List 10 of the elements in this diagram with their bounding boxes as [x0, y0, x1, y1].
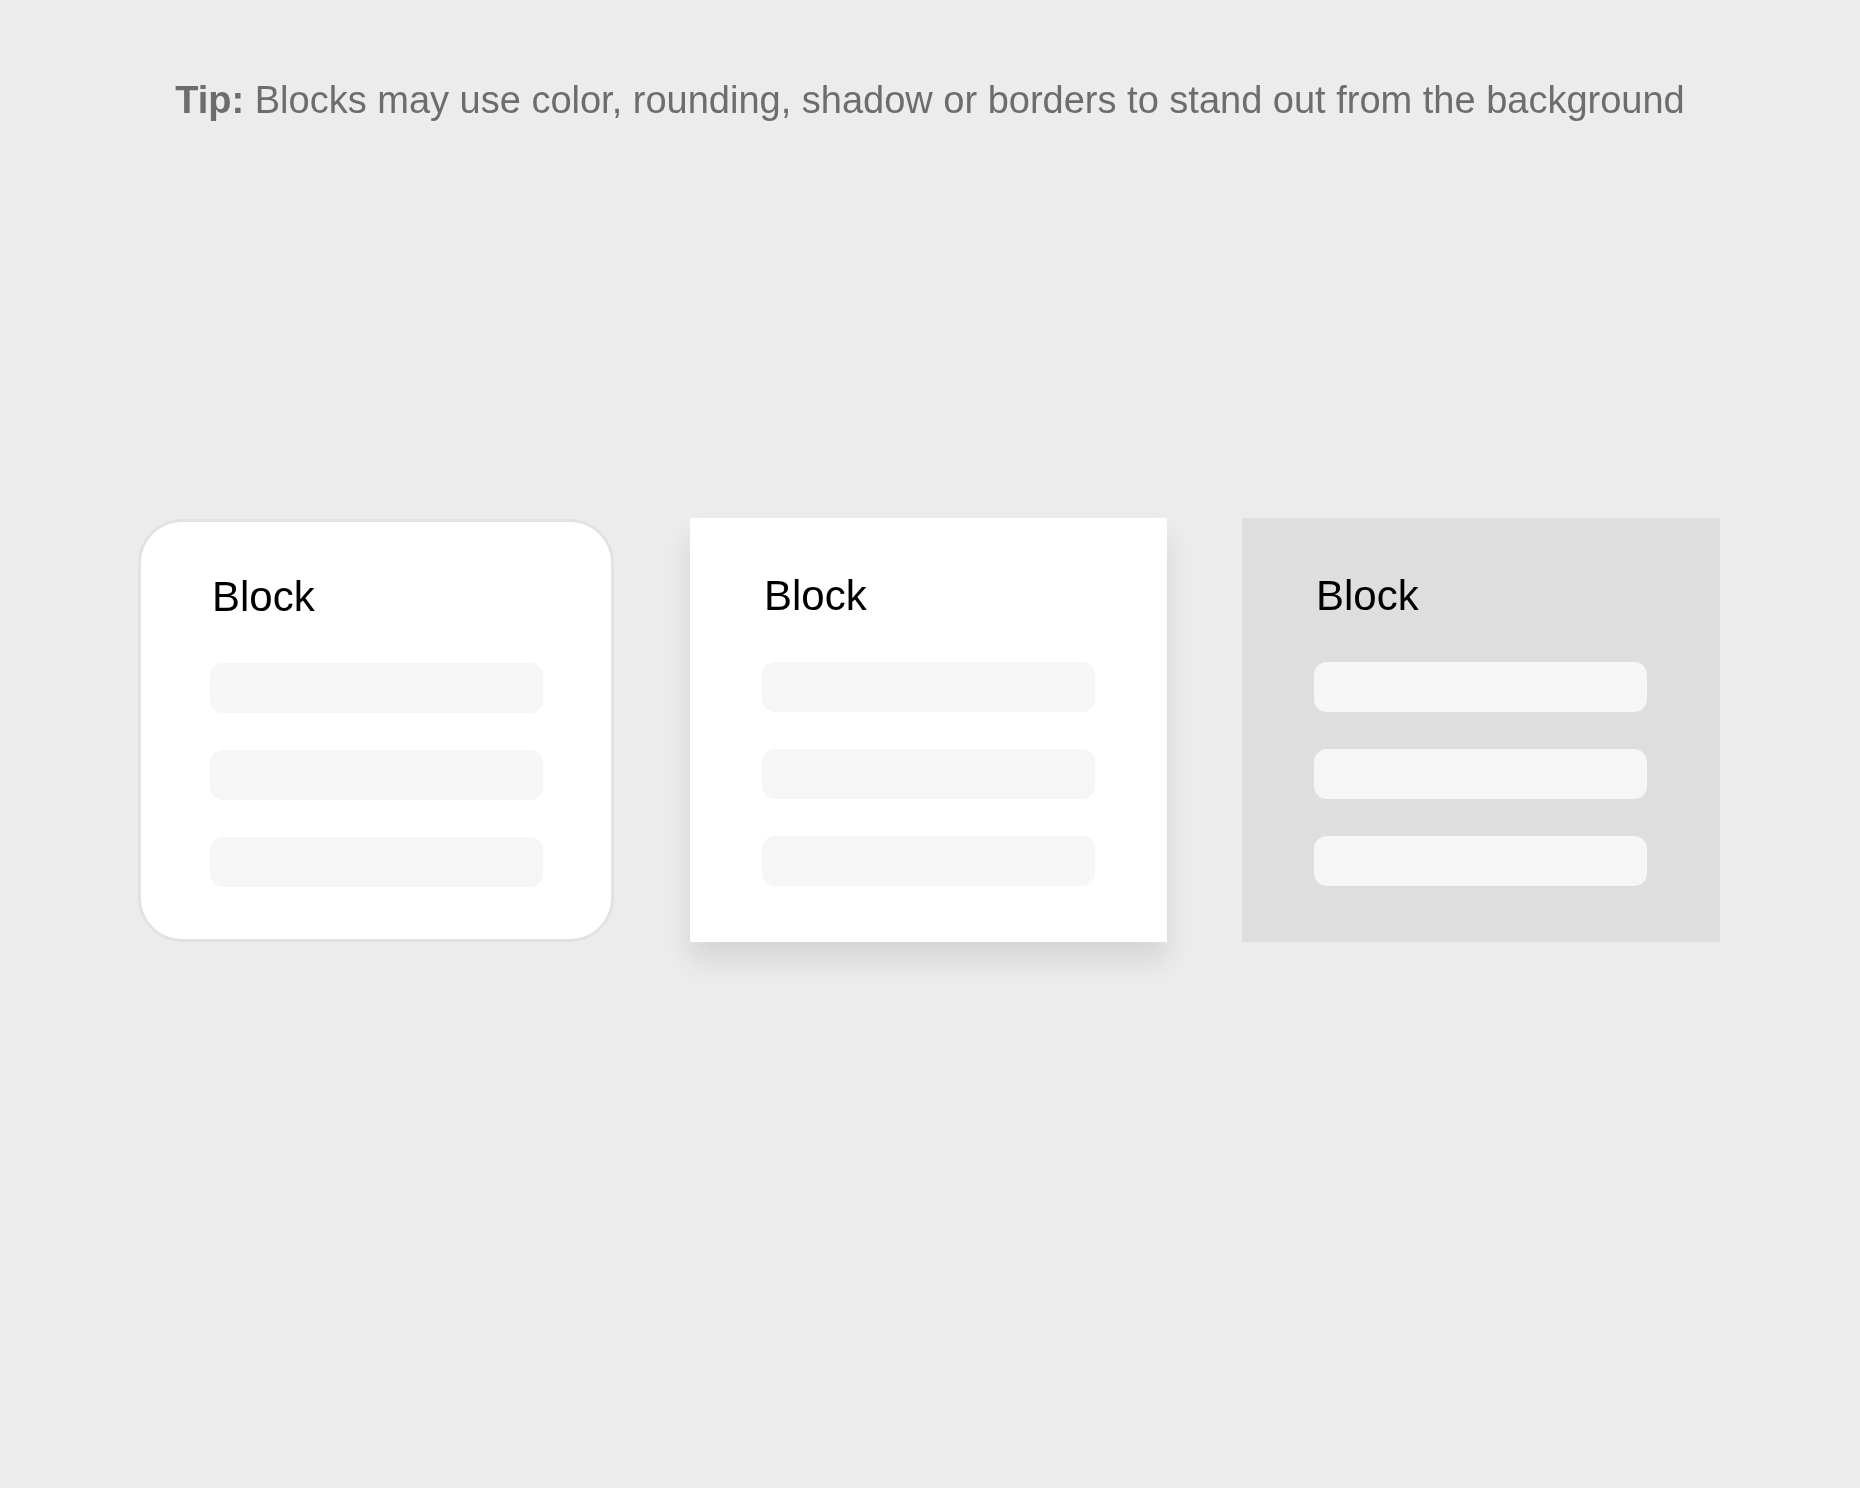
card-title: Block	[1316, 575, 1419, 617]
placeholder-bar	[1314, 836, 1647, 886]
placeholder-bar	[1314, 749, 1647, 799]
tip-text: Tip: Blocks may use color, rounding, shadow or borders to stand out from the background	[174, 78, 1686, 123]
card-title: Block	[764, 575, 867, 617]
card-title: Block	[212, 576, 315, 618]
placeholder-bar	[1314, 662, 1647, 712]
card	[690, 518, 1167, 942]
card	[138, 519, 614, 942]
card	[1242, 518, 1720, 942]
